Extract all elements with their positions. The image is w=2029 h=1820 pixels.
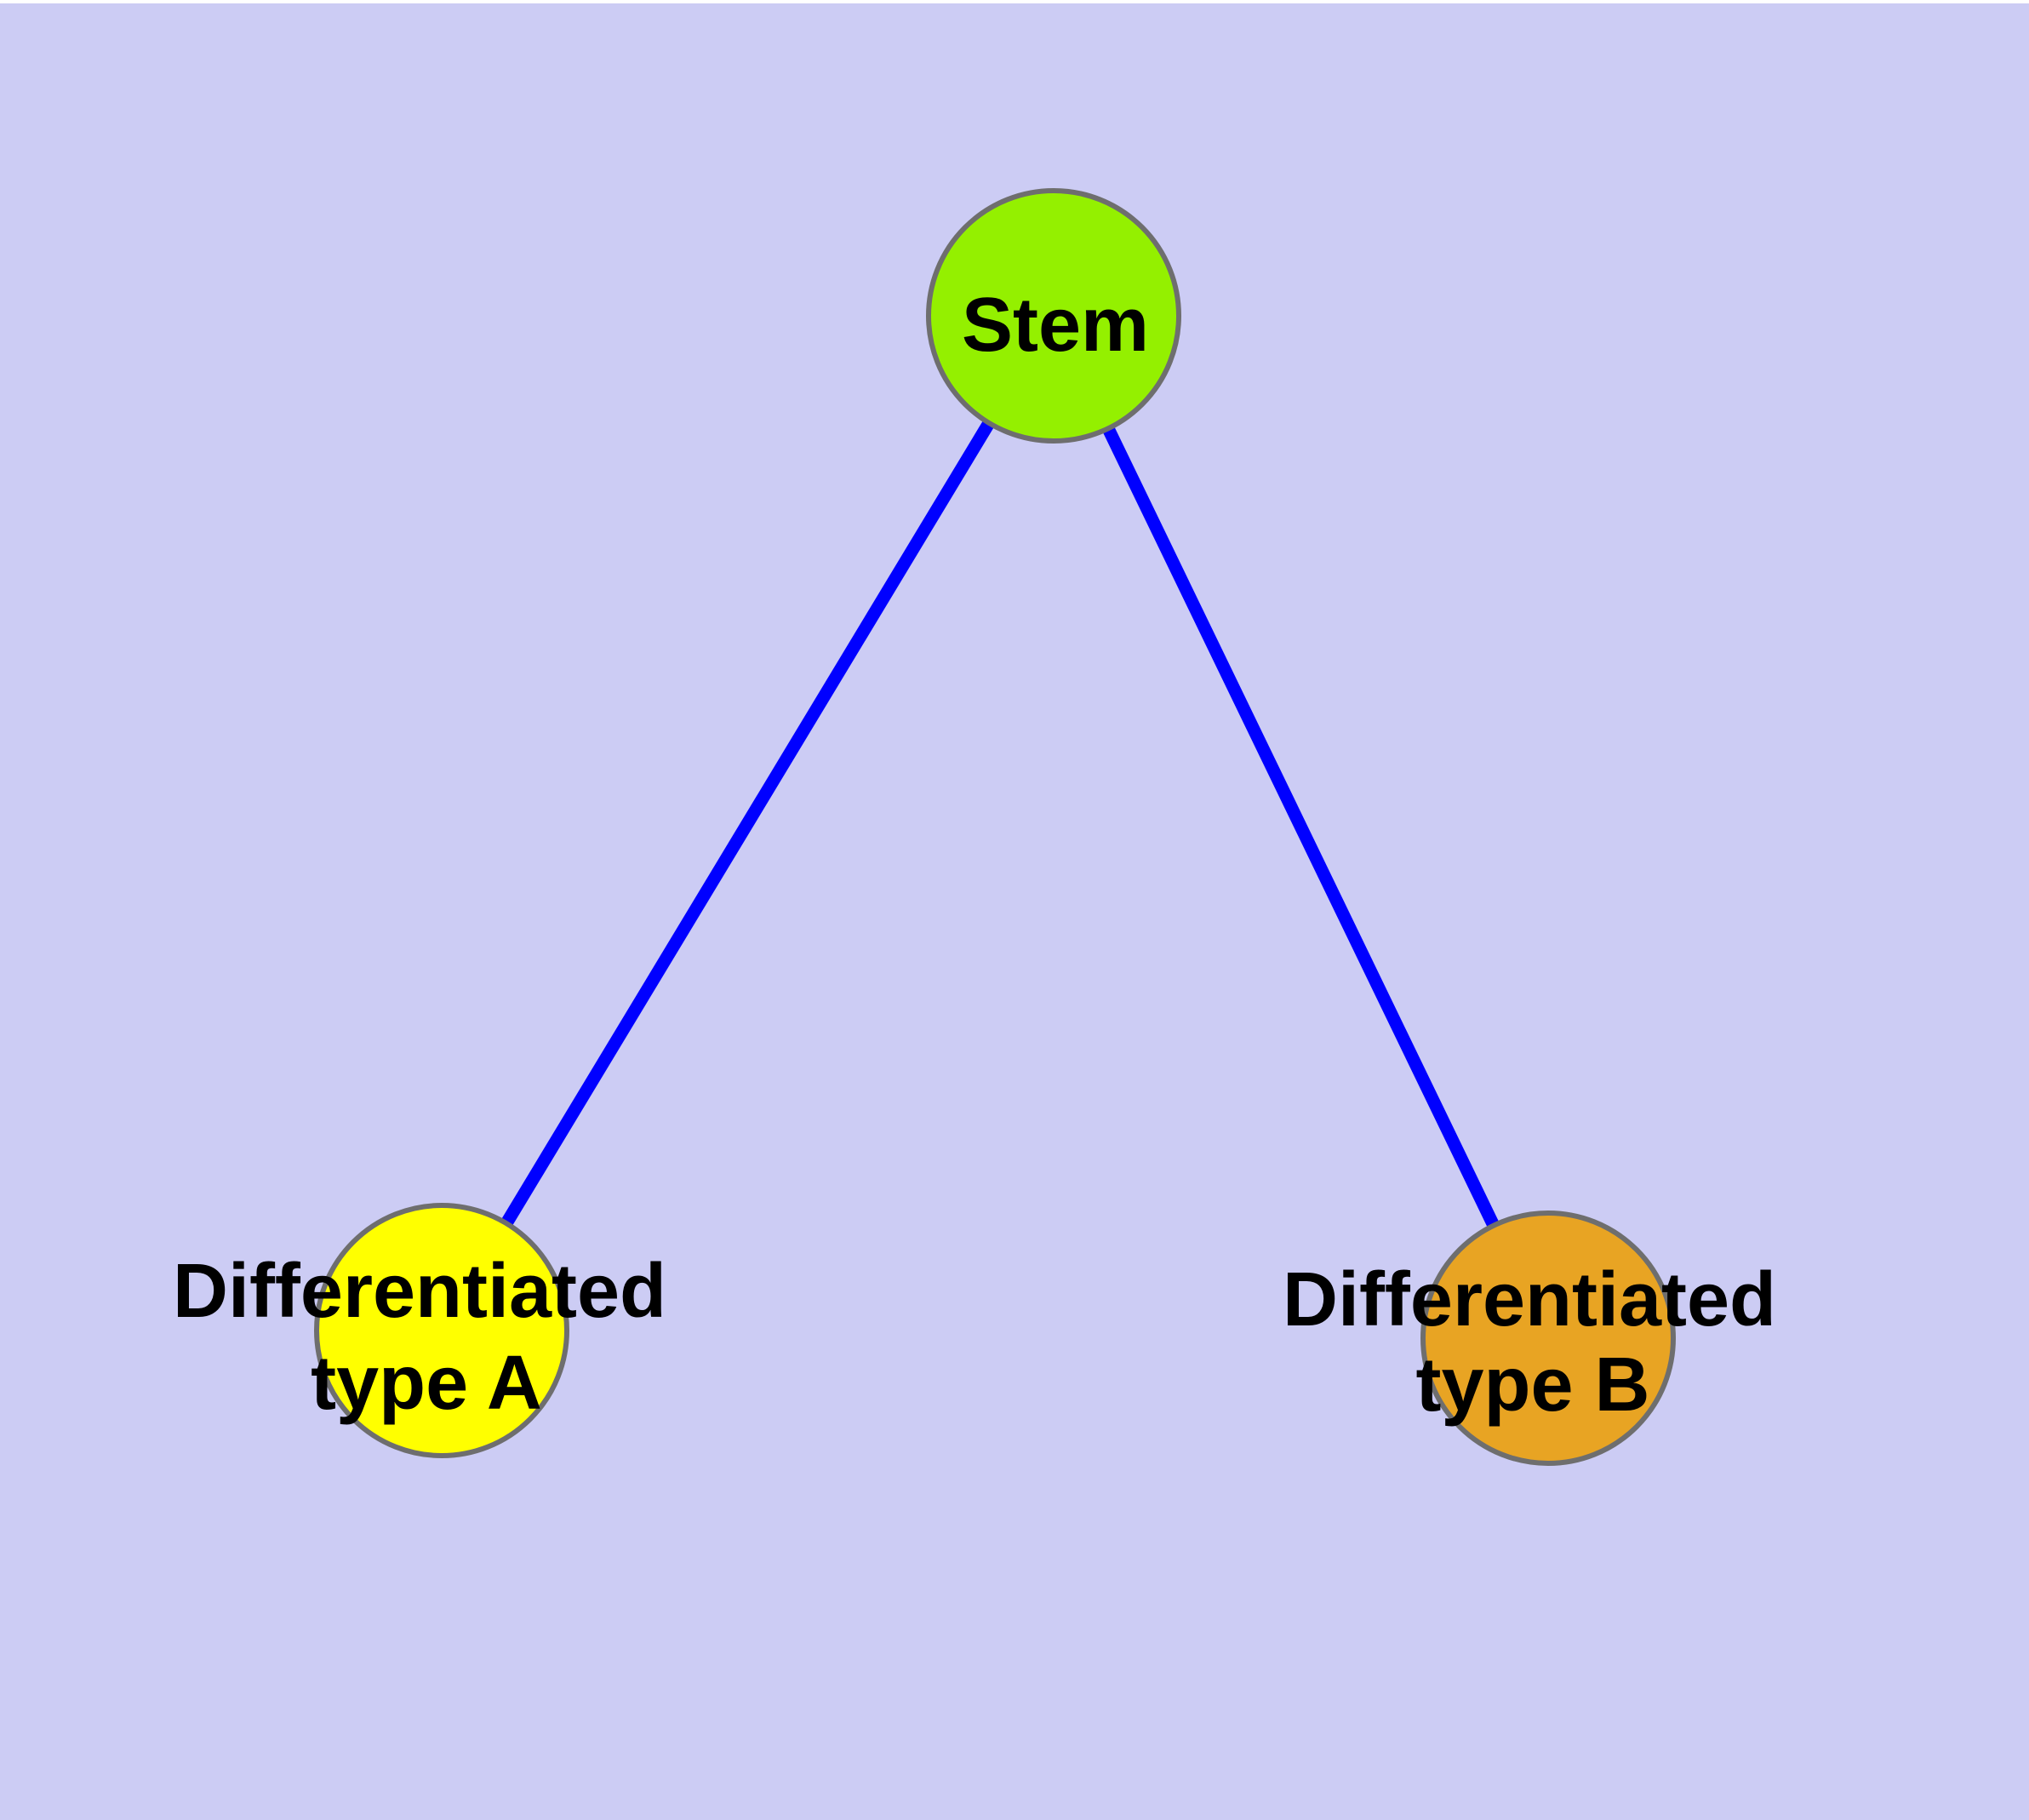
edge-stem-to-type-a [436, 312, 1060, 1334]
node-differentiated-type-b [1420, 1210, 1676, 1466]
node-stem-label: Stem [962, 283, 1149, 368]
node-differentiated-type-a [314, 1203, 569, 1458]
node-type-a-label-line1: Differentiated [173, 1249, 666, 1334]
node-type-a-label-line2: type A [311, 1341, 542, 1426]
node-stem [926, 188, 1181, 444]
node-type-b-label-line2: type B [1415, 1342, 1649, 1428]
top-margin-strip [0, 0, 2029, 3]
edge-stem-to-type-b [1048, 312, 1554, 1342]
node-type-b-label-line1: Differentiated [1283, 1257, 1776, 1342]
